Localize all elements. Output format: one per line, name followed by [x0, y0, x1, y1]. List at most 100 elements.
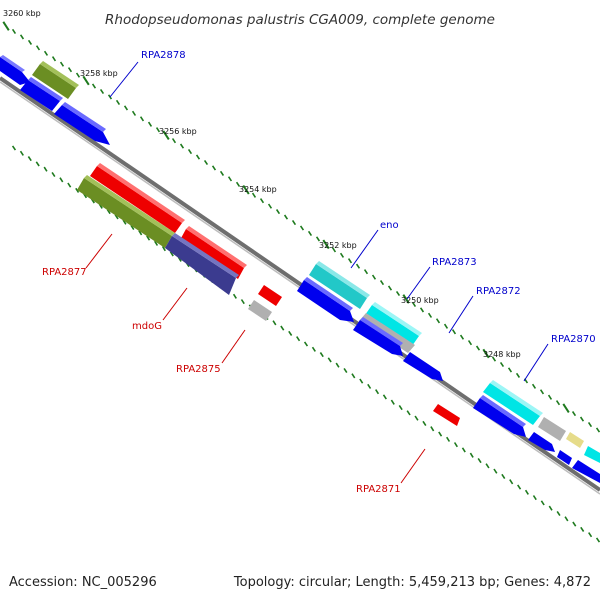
tick-mark	[67, 67, 73, 73]
gene-arrow[interactable]	[483, 380, 543, 425]
gene-label-eno[interactable]: eno	[380, 220, 399, 231]
tick-mark	[355, 263, 361, 269]
gene-arrow[interactable]	[54, 102, 110, 145]
tick-mark	[11, 145, 17, 151]
tick-mark	[406, 410, 411, 416]
tick-mark	[430, 426, 435, 432]
gene-arrow[interactable]	[557, 450, 572, 465]
tick-mark	[363, 269, 369, 275]
gene-arrow[interactable]	[584, 446, 600, 463]
gene-label-rpa2872[interactable]: RPA2872	[476, 286, 521, 297]
tick-mark	[115, 99, 121, 106]
gene-arrow[interactable]	[403, 352, 443, 381]
scale-label-3252: 3252 kbp	[319, 241, 357, 250]
tick-mark	[539, 389, 545, 395]
gene-label-rpa2877[interactable]: RPA2877	[42, 267, 87, 278]
tick-mark	[82, 75, 90, 86]
tick-mark	[122, 219, 127, 225]
gene-features	[0, 55, 600, 483]
tick-mark	[51, 56, 57, 62]
gene-arrow[interactable]	[433, 404, 460, 426]
tick-mark	[139, 116, 145, 122]
tick-mark	[493, 468, 498, 474]
tick-mark	[579, 416, 585, 422]
tick-mark	[446, 436, 451, 442]
tick-mark	[331, 247, 337, 253]
gene-arrow[interactable]	[258, 285, 282, 306]
tick-mark	[532, 495, 537, 501]
tick-mark	[2, 21, 10, 31]
tick-mark	[531, 383, 537, 389]
gene-label-rpa2875[interactable]: RPA2875	[176, 364, 221, 375]
tick-mark	[91, 83, 97, 89]
tick-mark	[402, 294, 410, 304]
scale-label-3248: 3248 kbp	[483, 350, 521, 359]
tick-mark	[524, 489, 529, 495]
tick-mark	[572, 521, 577, 527]
gene-arrow[interactable]	[365, 302, 422, 346]
tick-mark	[147, 121, 153, 127]
tick-mark	[419, 307, 425, 313]
scale-label-3258: 3258 kbp	[80, 69, 118, 78]
gene-arrow[interactable]	[473, 395, 526, 437]
tick-mark	[288, 330, 293, 336]
gene-arrow[interactable]	[180, 226, 247, 279]
tick-mark	[27, 39, 33, 45]
tick-mark	[11, 28, 17, 35]
tick-mark	[203, 159, 209, 166]
tick-mark	[169, 251, 174, 257]
tick-mark	[283, 214, 289, 220]
tick-mark	[303, 341, 309, 347]
tick-mark	[335, 362, 340, 368]
tick-mark	[587, 421, 593, 428]
tick-mark	[379, 280, 385, 286]
tick-mark	[501, 473, 506, 480]
tick-mark	[27, 156, 32, 162]
tick-mark	[387, 285, 393, 291]
tick-mark	[453, 442, 458, 448]
tick-mark	[343, 367, 348, 374]
tick-mark	[51, 171, 56, 178]
gene-arrow[interactable]	[566, 432, 584, 448]
tick-mark	[242, 184, 250, 195]
gene-arrow[interactable]	[353, 317, 403, 356]
tick-mark	[588, 532, 593, 538]
gene-label-rpa2871[interactable]: RPA2871	[356, 484, 401, 495]
gene-arrow[interactable]	[165, 233, 239, 295]
tick-mark	[59, 61, 65, 67]
gene-label-mdog[interactable]: mdoG	[132, 321, 162, 332]
tick-mark	[395, 290, 401, 297]
tick-mark	[232, 293, 237, 299]
tick-mark	[477, 457, 482, 464]
tick-mark	[315, 236, 321, 242]
gene-arrow[interactable]	[90, 163, 185, 233]
tick-mark	[154, 240, 159, 246]
tick-mark	[307, 230, 313, 237]
tick-mark	[123, 105, 129, 111]
gene-arrow[interactable]	[77, 175, 175, 248]
gene-arrow[interactable]	[0, 55, 30, 85]
tick-mark	[359, 378, 364, 384]
tick-mark	[43, 50, 49, 56]
tick-mark	[595, 537, 600, 543]
gene-arrow[interactable]	[528, 432, 555, 452]
gene-arrow[interactable]	[297, 277, 354, 322]
tick-mark	[251, 192, 257, 198]
gene-arrow[interactable]	[248, 300, 272, 321]
tick-mark	[59, 177, 64, 183]
gene-arrow[interactable]	[32, 61, 79, 99]
gene-arrow[interactable]	[572, 460, 600, 483]
gene-arrow[interactable]	[538, 417, 566, 441]
tick-mark	[485, 463, 490, 469]
gene-arrow[interactable]	[20, 77, 63, 111]
inner-tick-marks	[11, 145, 600, 543]
gene-label-rpa2870[interactable]: RPA2870	[551, 334, 596, 345]
tick-mark	[219, 170, 225, 176]
tick-mark	[35, 161, 40, 167]
gene-label-rpa2878[interactable]: RPA2878	[141, 50, 186, 61]
tick-mark	[540, 500, 545, 506]
gene-label-rpa2873[interactable]: RPA2873	[432, 257, 477, 268]
gene-arrow[interactable]	[309, 261, 370, 309]
gene-labels: RPA2878 eno RPA2873 RPA2872 RPA2870 RPA2…	[42, 50, 596, 495]
scale-labels: 3260 kbp 3258 kbp 3256 kbp 3254 kbp 3252…	[3, 9, 521, 359]
